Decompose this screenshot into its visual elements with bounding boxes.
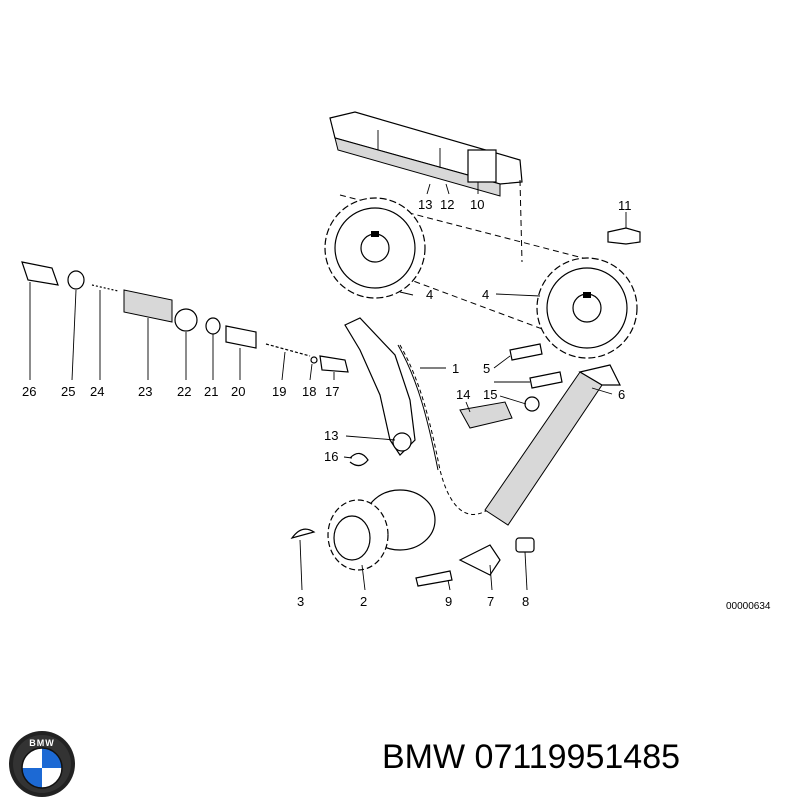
- callout-24: 23: [138, 384, 152, 399]
- right-sprocket: [536, 257, 638, 359]
- bolt-9: [415, 570, 453, 587]
- callout-15: 14: [456, 387, 470, 402]
- tensioner-rail: [344, 317, 416, 456]
- callout-6: 6: [618, 387, 625, 402]
- part-number-caption: BMW 07119951485: [382, 738, 681, 776]
- diagram-reference-code: 00000634: [726, 601, 771, 612]
- bmw-logo: BMW: [9, 731, 75, 797]
- chain-path: [329, 179, 611, 331]
- callout-21: 20: [231, 384, 245, 399]
- callout-19: 18: [302, 384, 316, 399]
- callout-4-left: 4: [426, 287, 433, 302]
- callout-12: 12: [440, 197, 454, 212]
- callout-25: 24: [90, 384, 104, 399]
- left-sprocket: [324, 197, 426, 299]
- callout-17: 16: [324, 449, 338, 464]
- callout-27: 26: [22, 384, 36, 399]
- callout-26: 25: [61, 384, 75, 399]
- svg-text:BMW: BMW: [29, 738, 55, 748]
- callout-4-right: 4: [482, 287, 489, 302]
- callout-8: 8: [522, 594, 529, 609]
- callout-22: 21: [204, 384, 218, 399]
- callout-9: 9: [445, 594, 452, 609]
- callout-3: 3: [297, 594, 304, 609]
- lower-guide-rail: [484, 364, 621, 526]
- callout-5: 5: [483, 361, 490, 376]
- callout-14: 13: [324, 428, 338, 443]
- callout-20: 19: [272, 384, 286, 399]
- callout-16: 15: [483, 387, 497, 402]
- callout-2: 2: [360, 594, 367, 609]
- callout-labels: 26 25 24 23 22 21 20 19 18 17 1 5 14 15 …: [22, 197, 632, 609]
- callout-7: 7: [487, 594, 494, 609]
- callout-10: 10: [470, 197, 484, 212]
- bracket-7: [458, 544, 501, 576]
- crank-sprocket: [327, 489, 436, 571]
- callout-23: 22: [177, 384, 191, 399]
- pin-8: [515, 537, 535, 553]
- bolt-11: [607, 227, 641, 245]
- bolt-5: [509, 343, 563, 389]
- callout-11: 11: [618, 198, 632, 213]
- callout-13: 13: [418, 197, 432, 212]
- callout-1: 1: [452, 361, 459, 376]
- leader-lines: [29, 182, 627, 591]
- callout-18: 17: [325, 384, 339, 399]
- woodruff-key: [290, 528, 316, 540]
- clip-17: [349, 452, 369, 467]
- bolt-15: [459, 401, 513, 429]
- washer-16: [524, 396, 540, 412]
- upper-chain-guide: [329, 111, 523, 197]
- tensioner-parts: [21, 261, 349, 373]
